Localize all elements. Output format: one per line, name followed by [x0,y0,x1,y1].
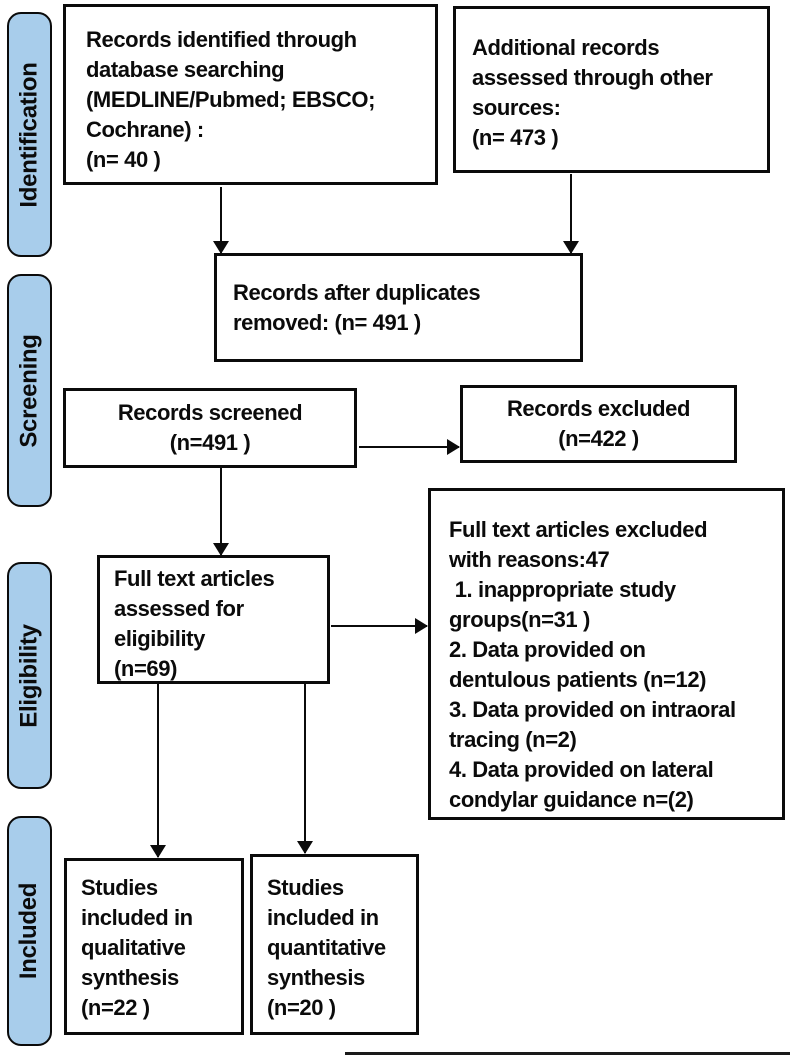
box-qualitative-synthesis-text: Studies included in qualitative synthesi… [81,875,193,1020]
box-quantitative-synthesis: Studies included in quantitative synthes… [250,854,419,1035]
box-duplicates-removed-text: Records after duplicates removed: (n= 49… [233,279,481,335]
arrow-screened-to-excluded [359,439,460,455]
box-quantitative-synthesis-text: Studies included in quantitative synthes… [267,875,386,1020]
box-fulltext-assessed: Full text articles assessed for eligibil… [97,555,330,684]
arrow-additional-to-duplicates [563,174,579,254]
stage-identification-label: Identification [15,61,43,208]
arrowhead-down-icon [563,241,579,254]
arrow-fulltext-to-quantitative [297,684,313,854]
arrowhead-down-icon [213,543,229,556]
box-records-screened-text: Records screened (n=491 ) [117,400,303,455]
stage-identification: Identification [7,12,52,257]
arrow-fulltext-to-qualitative [150,684,166,858]
stage-eligibility-label: Eligibility [15,623,43,728]
arrowhead-down-icon [213,241,229,254]
box-additional-records-text: Additional records assessed through othe… [472,35,713,150]
figure-edge-artifact [345,1052,790,1055]
box-records-identified: Records identified through database sear… [63,4,438,185]
stage-eligibility: Eligibility [7,562,52,789]
arrowhead-down-icon [150,845,166,858]
box-additional-records: Additional records assessed through othe… [453,6,770,173]
arrowhead-right-icon [415,618,428,634]
arrow-identified-to-duplicates [213,187,229,254]
box-fulltext-excluded-reasons: Full text articles excluded with reasons… [428,488,785,820]
arrowhead-right-icon [447,439,460,455]
stage-screening: Screening [7,274,52,507]
box-qualitative-synthesis: Studies included in qualitative synthesi… [64,858,244,1035]
arrow-fulltext-to-reasons [331,618,428,634]
arrowhead-down-icon [297,841,313,854]
arrow-screened-to-fulltext [213,468,229,556]
box-duplicates-removed: Records after duplicates removed: (n= 49… [214,253,583,362]
box-fulltext-assessed-text: Full text articles assessed for eligibil… [114,566,275,681]
box-records-excluded: Records excluded (n=422 ) [460,385,737,463]
stage-included: Included [7,816,52,1046]
box-fulltext-excluded-reasons-text: Full text articles excluded with reasons… [449,517,736,812]
stage-included-label: Included [15,882,43,980]
box-records-excluded-text: Records excluded (n=422 ) [506,396,691,451]
box-records-identified-text: Records identified through database sear… [86,27,376,172]
stage-screening-label: Screening [15,333,43,448]
box-records-screened: Records screened (n=491 ) [63,388,357,468]
